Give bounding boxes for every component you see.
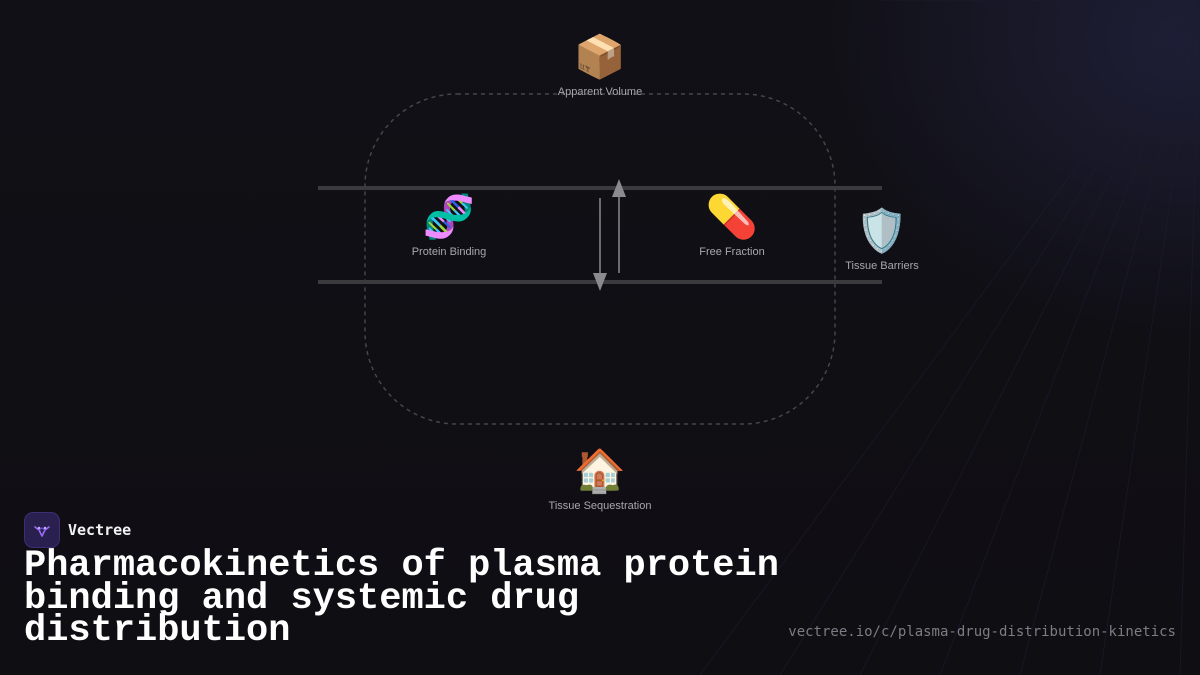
down-arrow-head bbox=[593, 273, 607, 291]
dna-icon: 🧬 bbox=[422, 192, 476, 241]
node-label: Tissue Barriers bbox=[845, 260, 919, 272]
up-arrow-head bbox=[612, 179, 626, 197]
node-tissue-sequestration: 🏠 Tissue Sequestration bbox=[520, 446, 680, 512]
page-title: Pharmacokinetics of plasma protein bindi… bbox=[24, 545, 779, 652]
node-tissue-barriers: 🛡️ Tissue Barriers bbox=[802, 206, 962, 272]
brand-name: Vectree bbox=[68, 521, 132, 539]
house-icon: 🏠 bbox=[573, 446, 627, 495]
node-protein-binding: 🧬 Protein Binding bbox=[369, 192, 529, 258]
node-label: Protein Binding bbox=[411, 246, 487, 258]
equilibrium-arrows bbox=[593, 179, 626, 291]
package-icon: 📦 bbox=[573, 32, 627, 81]
node-label: Tissue Sequestration bbox=[548, 500, 652, 512]
node-free-fraction: 💊 Free Fraction bbox=[652, 192, 812, 258]
vectree-logo-mark bbox=[34, 526, 50, 537]
node-label: Apparent Volume bbox=[557, 86, 643, 98]
node-label: Free Fraction bbox=[699, 246, 765, 258]
brand[interactable]: Vectree bbox=[24, 512, 131, 548]
source-url[interactable]: vectree.io/c/plasma-drug-distribution-ki… bbox=[788, 624, 1176, 640]
pill-icon: 💊 bbox=[705, 192, 759, 241]
shield-icon: 🛡️ bbox=[855, 206, 909, 255]
node-apparent-volume: 📦 Apparent Volume bbox=[520, 32, 680, 98]
vectree-logo-icon bbox=[24, 512, 60, 548]
